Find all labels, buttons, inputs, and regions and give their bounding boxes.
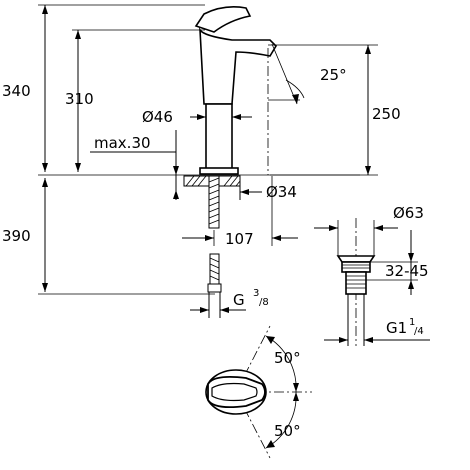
waste-diameter-dimension bbox=[314, 220, 398, 256]
hose-thread-numerator: 3 bbox=[253, 288, 259, 299]
hose-offset-label: 107 bbox=[225, 230, 254, 248]
hole-diameter-dimension bbox=[239, 176, 262, 200]
waste-length-label: 32-45 bbox=[385, 262, 429, 280]
spout-reach-label: 250 bbox=[372, 105, 401, 123]
hose-thread-denominator: /8 bbox=[259, 297, 269, 308]
deck-thickness-dimension bbox=[90, 130, 179, 200]
flexible-hose bbox=[207, 253, 222, 318]
hose-offset-dimension bbox=[182, 176, 298, 246]
threaded-rod bbox=[208, 175, 220, 229]
deck-thickness-label: max.30 bbox=[94, 134, 151, 152]
left-dimension-lines bbox=[38, 4, 360, 295]
waste-thread-numerator: 1 bbox=[409, 317, 415, 328]
below-deck-label: 390 bbox=[2, 227, 31, 245]
spout-angle-dimension bbox=[268, 43, 305, 105]
waste-fitting bbox=[336, 218, 376, 346]
faucet-body bbox=[194, 6, 278, 175]
lever-angle-bottom-label: 50° bbox=[274, 422, 301, 440]
lever-top-view bbox=[205, 325, 312, 459]
spout-angle-label: 25° bbox=[320, 66, 347, 84]
waste-thread-label: G1 bbox=[386, 319, 407, 337]
overall-height-label: 340 bbox=[2, 82, 31, 100]
waste-thread-dimension bbox=[324, 337, 430, 343]
spout-height-label: 310 bbox=[65, 90, 94, 108]
hose-thread-label: G bbox=[233, 291, 245, 309]
reach-dimension bbox=[365, 45, 371, 175]
hole-diameter-label: Ø34 bbox=[266, 183, 297, 201]
hose-thread-dimension bbox=[190, 307, 246, 313]
body-diameter-label: Ø46 bbox=[142, 108, 173, 126]
body-diameter-dimension bbox=[190, 114, 252, 120]
waste-thread-denominator: /4 bbox=[414, 326, 424, 337]
waste-diameter-label: Ø63 bbox=[393, 204, 424, 222]
waste-length-dimension bbox=[366, 230, 418, 295]
lever-angle-top-label: 50° bbox=[274, 349, 301, 367]
